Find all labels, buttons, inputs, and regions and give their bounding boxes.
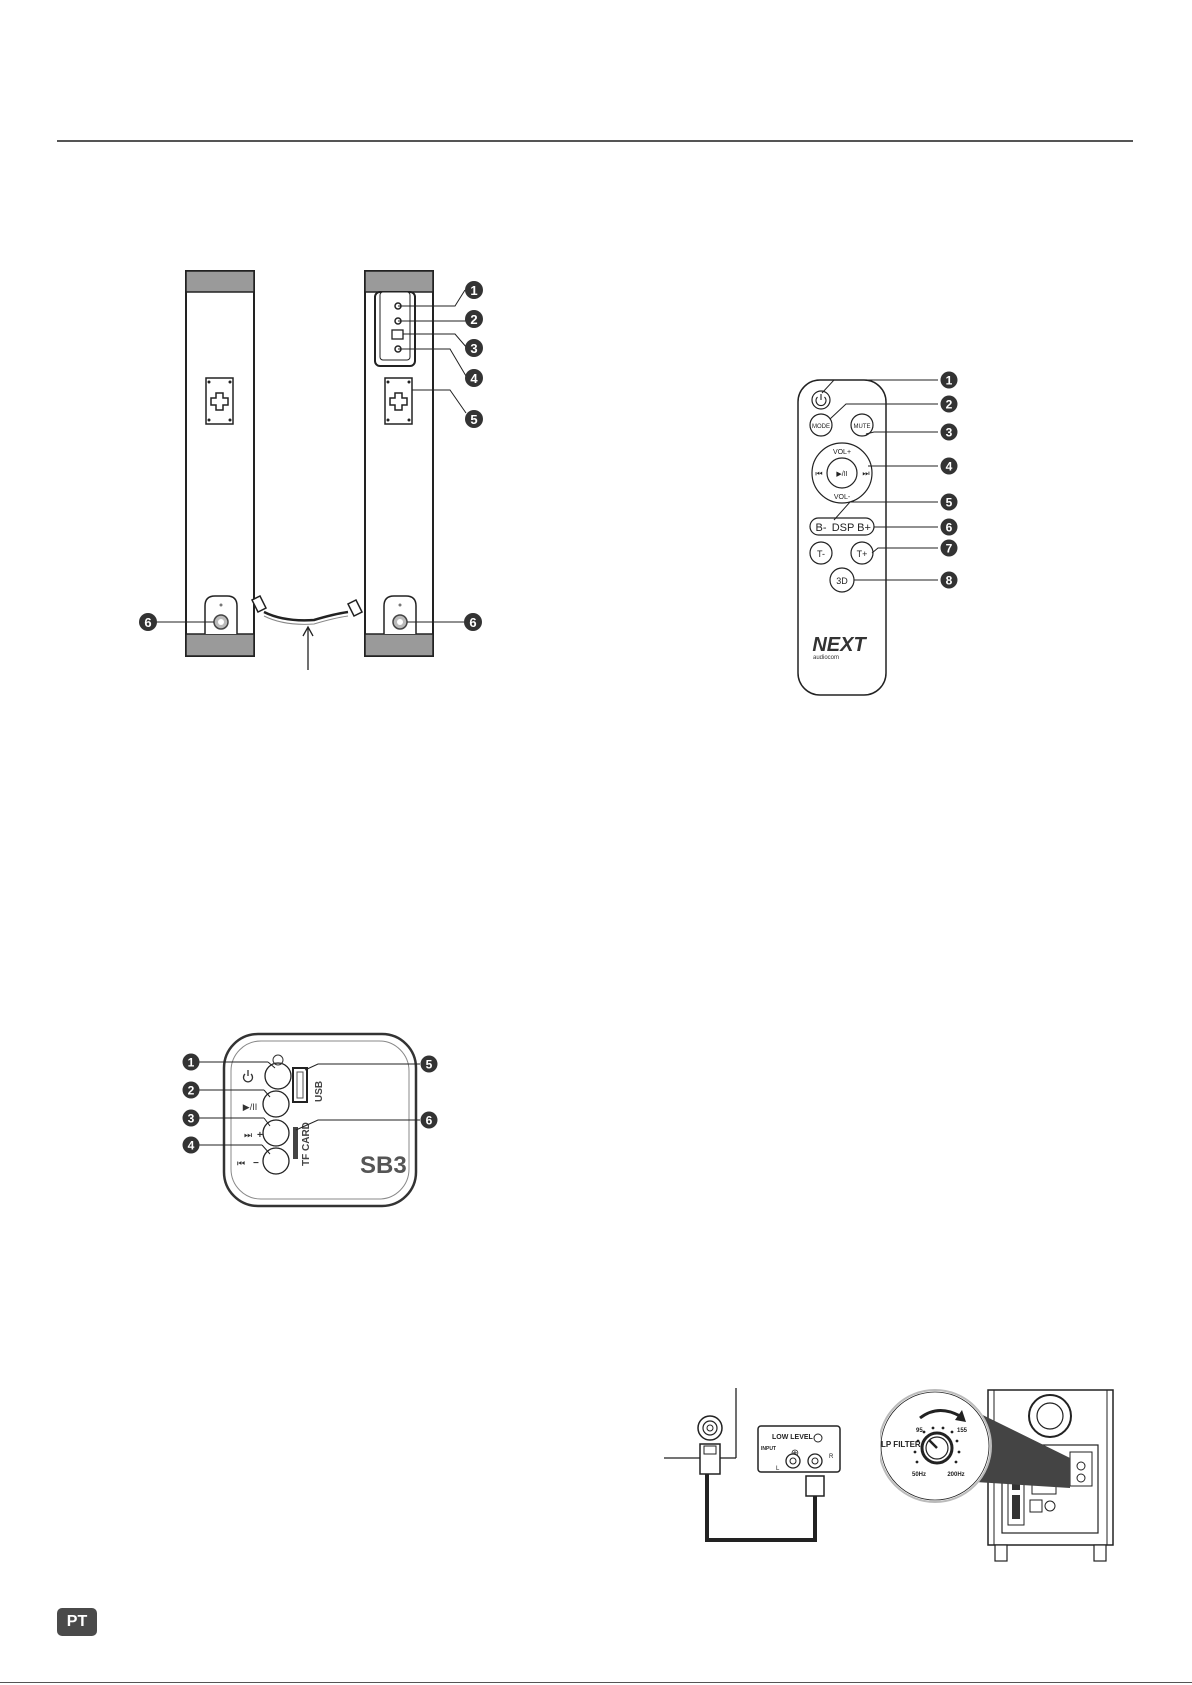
svg-text:⏭: ⏭ (862, 469, 869, 478)
svg-text:5: 5 (470, 412, 477, 427)
svg-text:1: 1 (470, 283, 477, 298)
svg-text:6: 6 (946, 521, 953, 535)
dsp-bass-bar: B- DSP B+ (810, 518, 874, 535)
header-divider (57, 140, 1133, 142)
svg-text:5: 5 (426, 1058, 433, 1072)
remote-control-diagram: MODE MUTE VOL+ VOL- ▶/II ⏮ ⏭ B- DSP B+ T… (790, 370, 970, 700)
next-button-panel (263, 1120, 289, 1146)
callout-badge: 2 (183, 1082, 200, 1099)
callout-badge: 2 (465, 310, 483, 328)
svg-text:1: 1 (946, 374, 953, 388)
callout-badge: 5 (941, 494, 958, 511)
svg-text:MODE: MODE (812, 424, 830, 430)
svg-text:−: − (253, 1158, 259, 1169)
svg-text:⏭: ⏭ (244, 1130, 252, 1140)
svg-text:DSP: DSP (832, 522, 855, 534)
svg-text:USB: USB (314, 1081, 325, 1102)
svg-text:6: 6 (469, 615, 476, 630)
control-panel-diagram: ▶/II ⏭ + ⏮ − USB TF CARD SB3 1 2 3 4 5 6 (175, 1025, 455, 1215)
mode-button: MODE (810, 414, 832, 436)
svg-text:B+: B+ (857, 522, 871, 534)
svg-text:⏮: ⏮ (815, 469, 822, 478)
power-button-panel (265, 1063, 291, 1089)
callout-badge: 6 (421, 1112, 438, 1129)
low-level-connection-diagram: LOW LEVEL INPUT ⊕ L R (660, 1385, 850, 1545)
svg-text:▶/II: ▶/II (243, 1102, 257, 1112)
treble-plus-button: T+ (851, 542, 873, 564)
svg-text:4: 4 (188, 1139, 195, 1153)
svg-text:2: 2 (188, 1084, 195, 1098)
model-logo: SB3 (360, 1152, 407, 1179)
callout-badge: 6 (941, 519, 958, 536)
svg-text:3: 3 (188, 1112, 195, 1126)
svg-text:INPUT: INPUT (761, 1446, 776, 1452)
callout-badge: 3 (941, 424, 958, 441)
callout-badge: 7 (941, 540, 958, 557)
svg-text:R: R (829, 1454, 834, 1460)
svg-text:8: 8 (946, 574, 953, 588)
svg-text:7: 7 (946, 542, 953, 556)
play-button-panel (263, 1091, 289, 1117)
svg-text:+: + (257, 1130, 263, 1141)
subwoofer-rear-diagram: LP FILTER 95 155 50Hz 200Hz (880, 1385, 1130, 1570)
callout-badge: 5 (465, 410, 483, 428)
svg-text:1: 1 (188, 1056, 195, 1070)
svg-text:MUTE: MUTE (854, 424, 871, 430)
callout-badge: 5 (421, 1056, 438, 1073)
svg-text:LOW LEVEL: LOW LEVEL (772, 1434, 814, 1441)
callout-badge: 4 (941, 458, 958, 475)
svg-text:T-: T- (817, 549, 825, 559)
callout-badge: 3 (183, 1110, 200, 1127)
tf-card-slot (293, 1127, 298, 1159)
svg-text:audiocom: audiocom (813, 655, 839, 661)
callout-badge: 6 (139, 613, 157, 631)
treble-minus-button: T- (810, 542, 832, 564)
callout-badge: 4 (183, 1137, 200, 1154)
svg-text:3: 3 (946, 426, 953, 440)
svg-text:⏮: ⏮ (237, 1158, 245, 1168)
svg-text:50Hz: 50Hz (912, 1472, 926, 1478)
callout-badge: 4 (465, 369, 483, 387)
svg-text:NEXT: NEXT (812, 634, 867, 656)
svg-text:4: 4 (470, 371, 478, 386)
svg-text:6: 6 (426, 1114, 433, 1128)
callout-badge: 6 (464, 613, 482, 631)
three-d-button: 3D (830, 568, 854, 592)
callout-badge: 8 (941, 572, 958, 589)
footer-divider (0, 1682, 1192, 1683)
svg-text:95: 95 (916, 1428, 923, 1434)
svg-text:3: 3 (470, 341, 477, 356)
svg-text:LP FILTER: LP FILTER (881, 1440, 921, 1449)
power-button (812, 391, 830, 409)
navigation-ring: VOL+ VOL- ▶/II ⏮ ⏭ (812, 443, 872, 503)
callout-badge: 1 (465, 281, 483, 299)
callout-badge: 1 (183, 1054, 200, 1071)
svg-text:155: 155 (957, 1428, 968, 1434)
svg-text:200Hz: 200Hz (947, 1472, 964, 1478)
svg-text:VOL+: VOL+ (833, 449, 851, 456)
svg-text:4: 4 (946, 460, 953, 474)
svg-text:2: 2 (946, 398, 953, 412)
svg-text:TF CARD: TF CARD (301, 1122, 312, 1166)
svg-text:VOL-: VOL- (834, 494, 851, 501)
callout-badge: 2 (941, 396, 958, 413)
svg-text:3D: 3D (836, 576, 848, 586)
language-badge: PT (57, 1608, 97, 1636)
svg-text:2: 2 (470, 312, 477, 327)
svg-text:▶/II: ▶/II (836, 471, 847, 478)
callout-badge: 3 (465, 339, 483, 357)
callout-badge: 1 (941, 372, 958, 389)
speakers-rear-diagram: 1 2 3 4 5 6 6 (130, 260, 500, 680)
svg-text:5: 5 (946, 496, 953, 510)
svg-text:6: 6 (144, 615, 151, 630)
svg-text:B-: B- (816, 522, 827, 534)
prev-button-panel (263, 1148, 289, 1174)
svg-text:T+: T+ (857, 549, 868, 559)
